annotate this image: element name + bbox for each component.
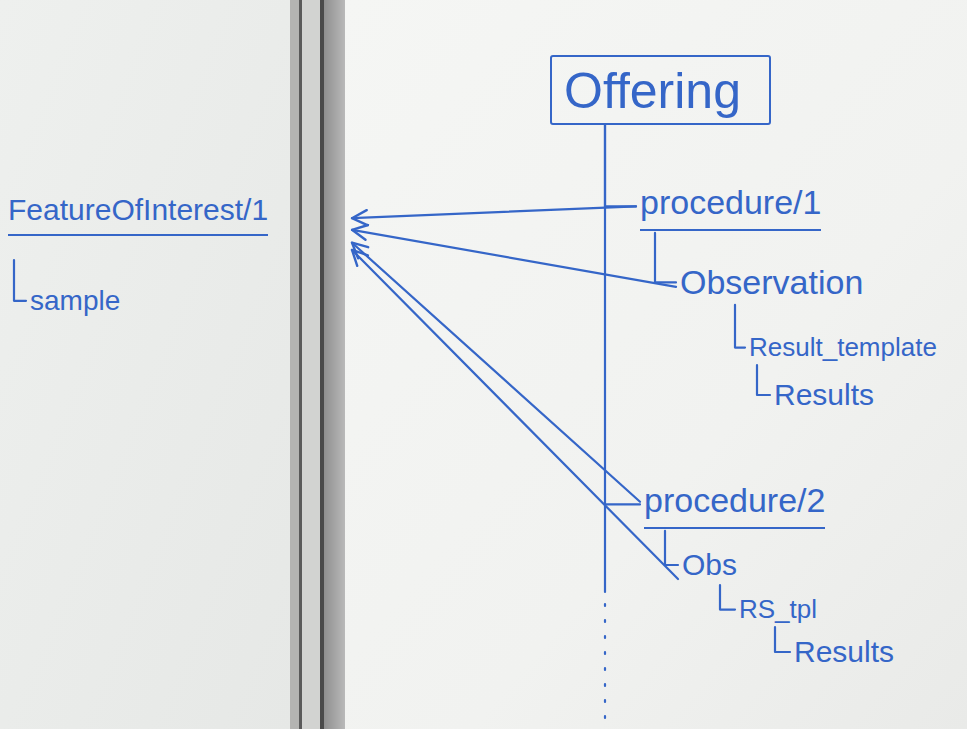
tree-connector	[735, 305, 745, 348]
child-label: RS_tpl	[735, 592, 821, 627]
frame-bar	[324, 0, 345, 729]
child-label: Obs	[678, 545, 741, 585]
node-text: Result_template	[749, 332, 937, 363]
child-label: Results	[790, 632, 898, 672]
child-label: Results	[770, 375, 878, 415]
node-text: FeatureOfInterest/1	[8, 192, 268, 236]
node-text: Observation	[680, 262, 863, 303]
frame-line	[299, 0, 302, 729]
feature-label: FeatureOfInterest/1	[4, 188, 352, 260]
reference-arrow	[352, 230, 676, 287]
reference-arrow	[352, 243, 640, 502]
node-text: Results	[794, 634, 894, 670]
node-text: procedure/1	[640, 182, 821, 231]
node-text: Offering	[564, 61, 741, 121]
node-text: Results	[774, 377, 874, 413]
tree-connector	[720, 585, 735, 610]
child-label: Observation	[676, 260, 867, 305]
tree-connector	[14, 260, 26, 301]
child-label: Result_template	[745, 330, 941, 365]
left-board	[0, 0, 292, 729]
offering-box: Offering	[550, 55, 771, 125]
tree-connector	[605, 125, 640, 504]
reference-arrow	[352, 250, 678, 579]
child-label: sample	[26, 282, 124, 320]
right-board	[345, 0, 967, 729]
node-text: RS_tpl	[739, 594, 817, 625]
node-text: sample	[30, 284, 120, 318]
dotted-trunk	[604, 604, 606, 722]
frame-line	[320, 0, 324, 729]
tree-connector	[665, 531, 678, 565]
procedure-label: procedure/1	[636, 180, 825, 233]
tree-connector	[757, 365, 770, 395]
tree-connector	[655, 233, 676, 283]
node-text: Obs	[682, 547, 737, 583]
frame-strip	[302, 0, 320, 729]
tree-connector	[605, 125, 636, 206]
frame-edge	[290, 0, 299, 729]
reference-arrow	[352, 206, 636, 218]
tree-connector	[775, 627, 790, 652]
procedure-label: procedure/2	[640, 478, 829, 531]
node-text: procedure/2	[644, 480, 825, 529]
trunk-line	[604, 505, 606, 592]
